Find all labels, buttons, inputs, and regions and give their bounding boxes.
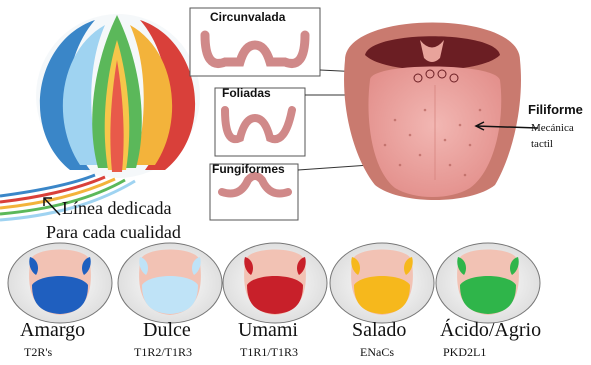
taste-receptor-2: T1R1/T1R3 (240, 345, 298, 360)
taste-name-3: Salado (352, 319, 406, 342)
circunvalada-label: Circunvalada (210, 10, 285, 24)
taste-name-1: Dulce (143, 319, 191, 342)
tongue-illustration (344, 23, 538, 201)
bud-caption-line1: Línea dedicada (62, 198, 171, 219)
taste-receptor-3: ENaCs (360, 345, 394, 360)
taste-receptor-0: T2R's (24, 345, 52, 360)
taste-name-2: Umami (238, 319, 298, 342)
taste-zone-4 (436, 243, 540, 323)
taste-zone-2 (223, 243, 327, 323)
filiforme-line2: tactil (531, 138, 553, 150)
taste-receptor-4: PKD2L1 (443, 345, 486, 360)
taste-bud-illustration (0, 14, 200, 220)
foliadas-label: Foliadas (222, 86, 271, 100)
taste-receptor-1: T1R2/T1R3 (134, 345, 192, 360)
filiforme-label: Filiforme (528, 102, 583, 117)
taste-name-4: Ácido/Agrio (440, 319, 541, 342)
taste-zone-ovals (8, 243, 540, 323)
filiforme-line1: Mecánica (531, 122, 574, 134)
taste-zone-3 (330, 243, 434, 323)
fungiformes-label: Fungiformes (212, 162, 285, 176)
taste-name-0: Amargo (20, 319, 85, 342)
taste-zone-1 (118, 243, 222, 323)
bud-caption-line2: Para cada cualidad (46, 222, 181, 243)
taste-zone-0 (8, 243, 112, 323)
